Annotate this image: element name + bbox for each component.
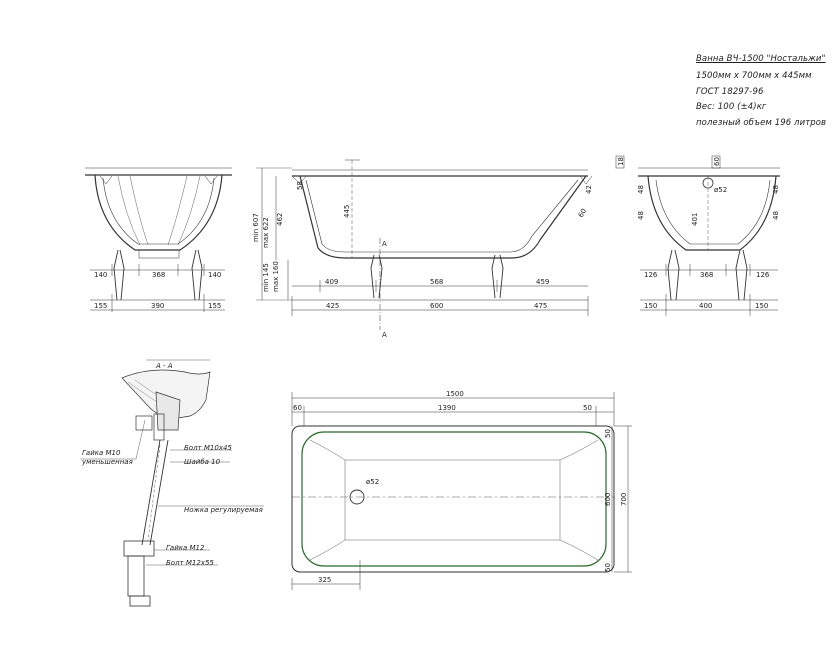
callout-nut-m12: Гайка М12 [166, 544, 205, 552]
plan-dim-50: 50 [583, 404, 592, 412]
spec-weight: Вес: 100 (±4)кг [696, 102, 767, 112]
plan-dim-60: 60 [293, 404, 302, 412]
section-title: А - А [155, 362, 173, 370]
front-dim-top-2: 368 [152, 271, 165, 279]
side-inner-42: 42 [585, 185, 593, 194]
plan-dim-1390: 1390 [438, 404, 456, 412]
plan-diameter: ø52 [366, 478, 379, 486]
end-dim-bottom-1: 150 [644, 302, 657, 310]
side-dim-bottom-1: 425 [326, 302, 339, 310]
side-label-462: 462 [276, 213, 284, 226]
side-inner-58: 58 [296, 181, 304, 190]
plan-dim-1500: 1500 [446, 390, 464, 398]
end-view [615, 155, 780, 316]
callout-bolt-m12x55: Болт М12х55 [166, 559, 214, 567]
side-dim-top-2: 568 [430, 278, 443, 286]
spec-title: Ванна ВЧ-1500 "Ностальжи" [696, 54, 826, 64]
plan-dim-right-50b: 50 [604, 563, 612, 572]
spec-volume: полезный объем 196 литров [696, 118, 827, 128]
end-dim-top-3: 126 [756, 271, 770, 279]
plan-dim-right-50a: 50 [604, 429, 612, 438]
front-dim-top-3: 140 [208, 271, 221, 279]
front-dim-bottom-1: 155 [94, 302, 107, 310]
plan-dim-right-700: 700 [620, 493, 628, 506]
end-label-60: 60 [713, 157, 721, 166]
callout-reduced: уменьшенная [81, 458, 133, 466]
end-dim-top-2: 368 [700, 271, 713, 279]
spec-size: 1500мм х 700мм х 445мм [696, 71, 812, 81]
end-diameter: ø52 [714, 186, 727, 194]
callout-washer: Шайба 10 [184, 458, 221, 466]
end-label-18: 18 [617, 157, 625, 166]
side-label-max622: max 622 [262, 217, 270, 248]
front-dim-top-1: 140 [94, 271, 107, 279]
section-mark-top: A [382, 240, 387, 248]
plan-dim-right-600: 600 [604, 493, 612, 506]
end-dim-top-1: 126 [644, 271, 658, 279]
section-a-a [80, 359, 264, 607]
section-mark-bottom: A [382, 331, 387, 339]
plan-dim-325: 325 [318, 576, 331, 584]
front-dim-bottom-3: 155 [208, 302, 221, 310]
end-dim-bottom-2: 400 [699, 302, 712, 310]
end-label-48d: 48 [772, 211, 780, 220]
plan-view [291, 392, 632, 590]
side-dim-bottom-3: 475 [534, 302, 547, 310]
side-label-min145: min 145 [262, 263, 270, 292]
side-label-max160: max 160 [272, 261, 280, 292]
side-dim-top-1: 409 [325, 278, 338, 286]
end-label-48b: 48 [637, 211, 645, 220]
front-dim-bottom-2: 390 [151, 302, 164, 310]
end-label-48a: 48 [637, 185, 645, 194]
side-view [256, 159, 593, 330]
end-label-48c: 48 [772, 185, 780, 194]
side-dim-bottom-2: 600 [430, 302, 443, 310]
callout-adjustable-leg: Ножка регулируемая [184, 506, 263, 514]
end-label-401: 401 [691, 213, 699, 226]
side-dim-top-3: 459 [536, 278, 549, 286]
callout-bolt-m10x45: Болт М10х45 [184, 444, 232, 452]
side-label-min607: min 607 [252, 213, 260, 242]
end-dim-bottom-3: 150 [755, 302, 768, 310]
spec-gost: ГОСТ 18297-96 [696, 87, 764, 97]
front-view [85, 167, 232, 312]
side-inner-60: 60 [577, 207, 588, 219]
callout-nut-m10: Гайка М10 [82, 449, 121, 457]
side-inner-445: 445 [343, 205, 351, 218]
